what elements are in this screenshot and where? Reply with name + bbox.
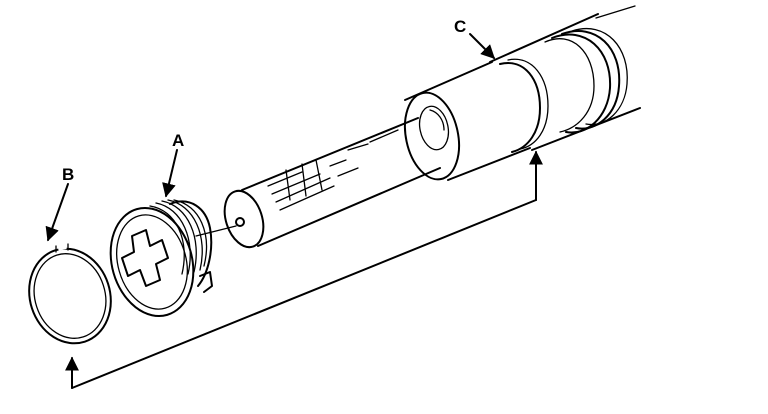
label-c: C [454, 17, 466, 36]
shaft-splines [267, 129, 399, 211]
label-b: B [62, 165, 74, 184]
threaded-nut [109, 199, 213, 318]
inner-sleeve [403, 91, 461, 181]
housing-tube [404, 5, 641, 181]
assembly-guide-line [65, 150, 543, 389]
retaining-ring [28, 243, 112, 345]
splined-shaft [223, 117, 441, 249]
leader-arrows [45, 33, 495, 242]
label-a: A [172, 131, 184, 150]
